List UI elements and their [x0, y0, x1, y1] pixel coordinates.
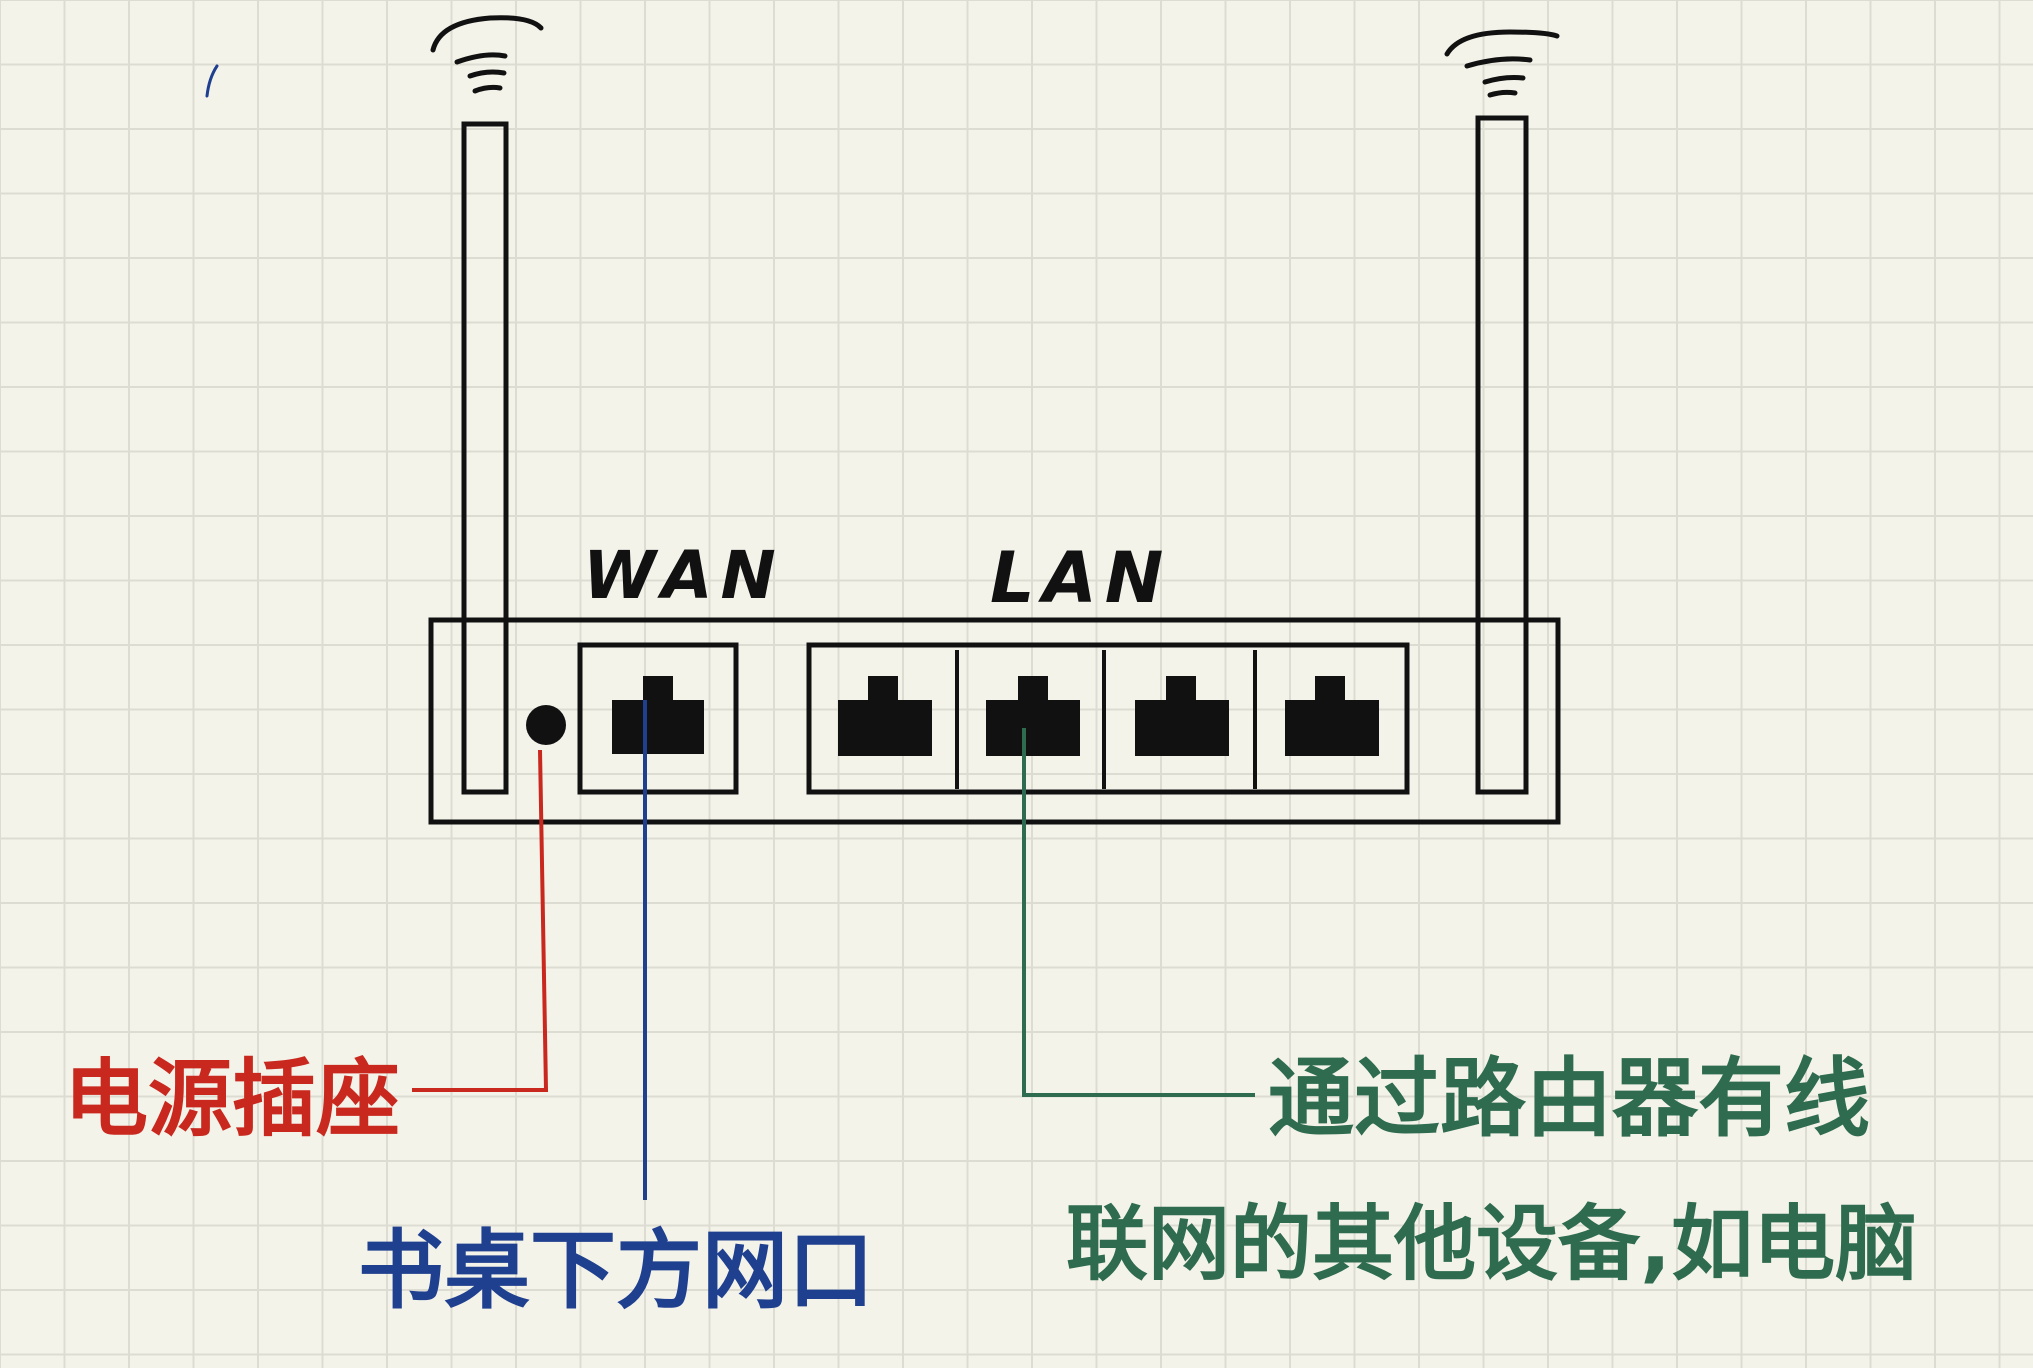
power-port: [526, 705, 566, 745]
lan-leader-line: [1022, 728, 1255, 1097]
lan-port-4: [1285, 676, 1379, 756]
lan-port-1: [838, 676, 932, 756]
left-antenna: [430, 15, 544, 795]
wan-port-frame: [577, 642, 739, 795]
lan-annotation-line2: 联网的其他设备,如电脑: [1066, 1197, 1917, 1292]
lan-port-2: [986, 676, 1080, 756]
lan-port-group: [806, 642, 1410, 795]
left-antenna-body: [461, 121, 509, 795]
right-antenna-body: [1475, 115, 1529, 795]
right-wifi-signal-icon: [1444, 29, 1560, 98]
right-antenna: [1444, 29, 1560, 795]
wan-port: [577, 642, 739, 795]
wan-annotation: 书桌下方网口: [358, 1221, 874, 1321]
wan-label: WAN: [583, 537, 784, 614]
stray-pen-mark: [205, 64, 219, 98]
lan-label: LAN: [990, 537, 1171, 619]
left-wifi-signal-icon: [430, 15, 544, 94]
lan-ports-frame: [806, 642, 1410, 795]
router-body: [428, 617, 1561, 825]
power-leader-line: [412, 749, 549, 1092]
lan-port-3: [1135, 676, 1229, 756]
ethernet-jack-icon: [612, 676, 704, 754]
power-socket-annotation: 电源插座: [64, 1050, 400, 1148]
lan-annotation-line1: 通过路由器有线: [1268, 1049, 1870, 1149]
